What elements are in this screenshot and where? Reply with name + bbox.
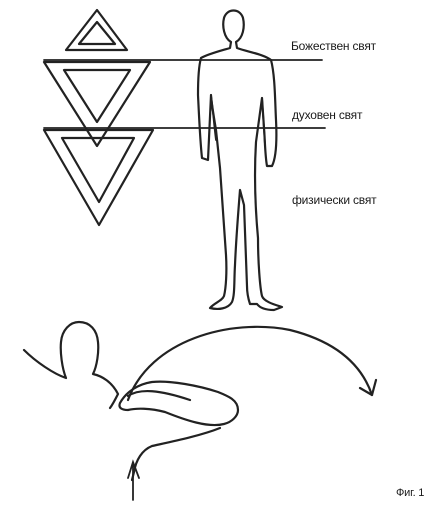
bent-arm: [118, 380, 240, 427]
figure-caption: Фиг. 1: [396, 487, 425, 499]
standing-human-figure: [196, 9, 284, 312]
label-physical-world: физически свят: [292, 193, 377, 207]
label-divine-world: Божествен свят: [291, 39, 376, 53]
big-curved-arrow: [126, 325, 374, 402]
bust-figure: [22, 320, 120, 410]
figure-inner-line-right: [261, 97, 266, 146]
label-spiritual-world: духовен свят: [292, 108, 363, 122]
large-downward-triangle: [42, 128, 155, 227]
figure-inner-line-left: [210, 94, 217, 141]
upward-triangle: [64, 8, 129, 52]
small-upward-arrow: [127, 459, 140, 501]
lower-torso-line: [130, 426, 222, 482]
curved-arrow-head: [358, 378, 378, 397]
middle-downward-triangle: [42, 60, 152, 148]
